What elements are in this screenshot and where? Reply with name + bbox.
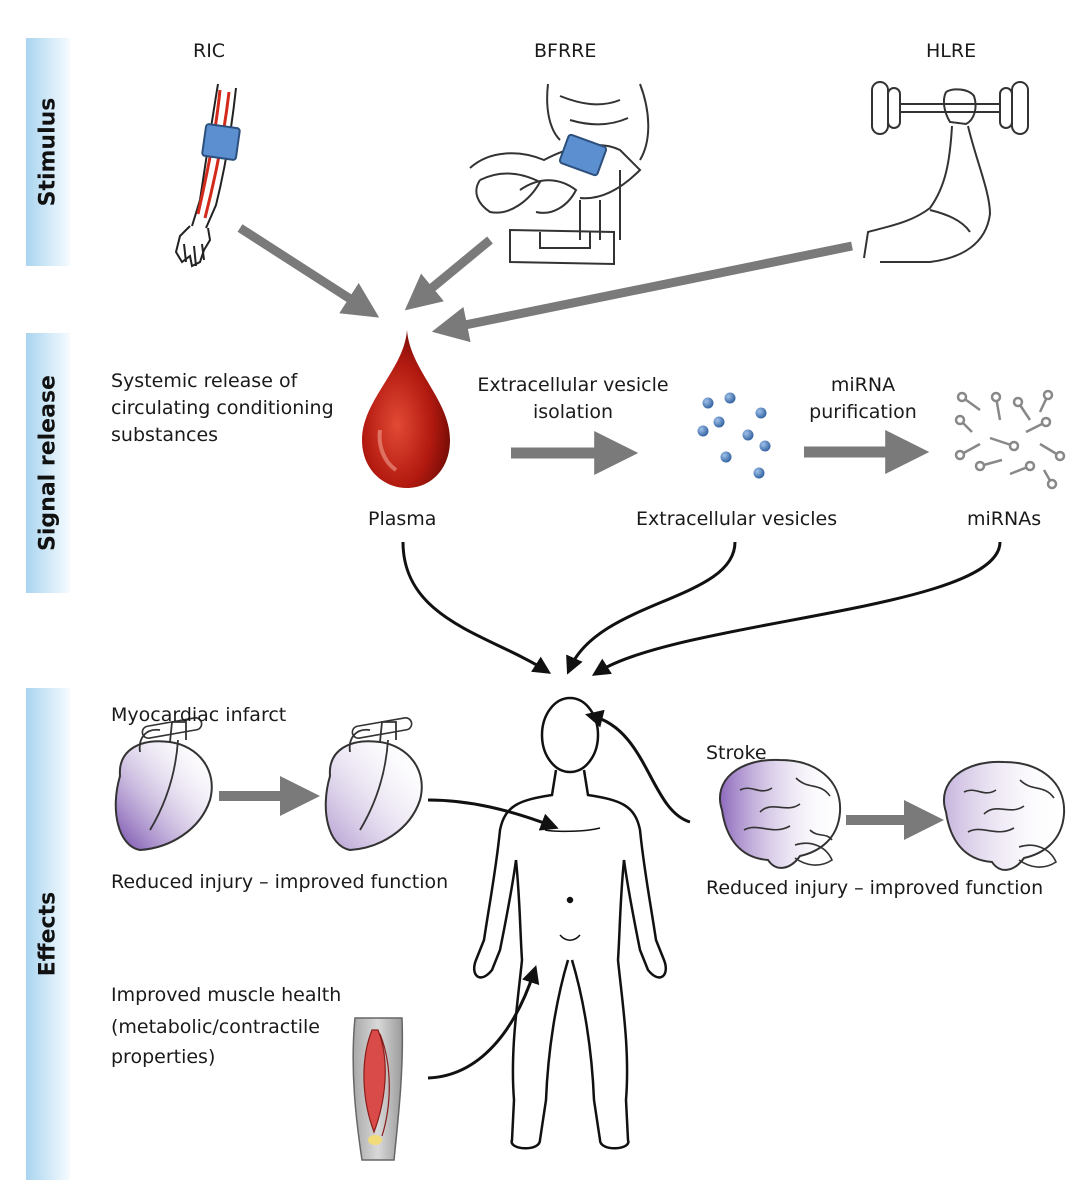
stroke-label: Stroke xyxy=(706,742,767,764)
human-body-icon xyxy=(473,696,667,1150)
brain-recovered-icon xyxy=(943,760,1066,871)
hlre-dumbbell-icon xyxy=(863,81,1029,263)
muscle-health-text: Improved muscle health (metabolic/contra… xyxy=(111,984,342,1068)
effects-band: Effects xyxy=(26,688,70,1180)
brain-outcome-label: Reduced injury – improved function xyxy=(706,877,1044,899)
mirnas-label: miRNAs xyxy=(967,508,1042,530)
converging-arrows xyxy=(401,541,1002,676)
muscle-to-body-arrow xyxy=(427,965,540,1080)
mirna-purification-text: miRNA purification xyxy=(809,374,917,423)
systemic-release-text: Systemic release of circulating conditio… xyxy=(111,370,334,446)
plasma-drop-icon xyxy=(362,330,450,488)
bfrre-machine-icon xyxy=(469,83,650,266)
extracellular-vesicles-label: Extracellular vesicles xyxy=(636,508,838,530)
ric-label: RIC xyxy=(193,40,226,62)
muscle-leg-icon xyxy=(352,1017,404,1161)
ev-isolation-text: Extracellular vesicle isolation xyxy=(477,374,669,423)
vesicles-icon xyxy=(697,392,771,479)
stimulus-band: Stimulus xyxy=(26,38,70,266)
process-arrows xyxy=(511,430,930,475)
mirnas-icon xyxy=(954,389,1066,490)
plasma-label: Plasma xyxy=(368,508,437,530)
signal-release-band: Signal release xyxy=(26,333,70,593)
hlre-label: HLRE xyxy=(926,40,977,62)
heart-outcome-label: Reduced injury – improved function xyxy=(111,871,449,893)
brain-stroke-icon xyxy=(719,758,842,869)
bfrre-label: BFRRE xyxy=(534,40,597,62)
heart-recovered-icon xyxy=(324,717,423,852)
heart-to-body-arrow xyxy=(427,798,559,831)
stimulus-arrows xyxy=(237,224,853,343)
myocardiac-infarct-label: Myocardiac infarct xyxy=(111,704,287,726)
ric-arm-icon xyxy=(174,83,241,268)
heart-injured-icon xyxy=(114,717,213,852)
brain-to-head-arrow xyxy=(585,709,691,824)
